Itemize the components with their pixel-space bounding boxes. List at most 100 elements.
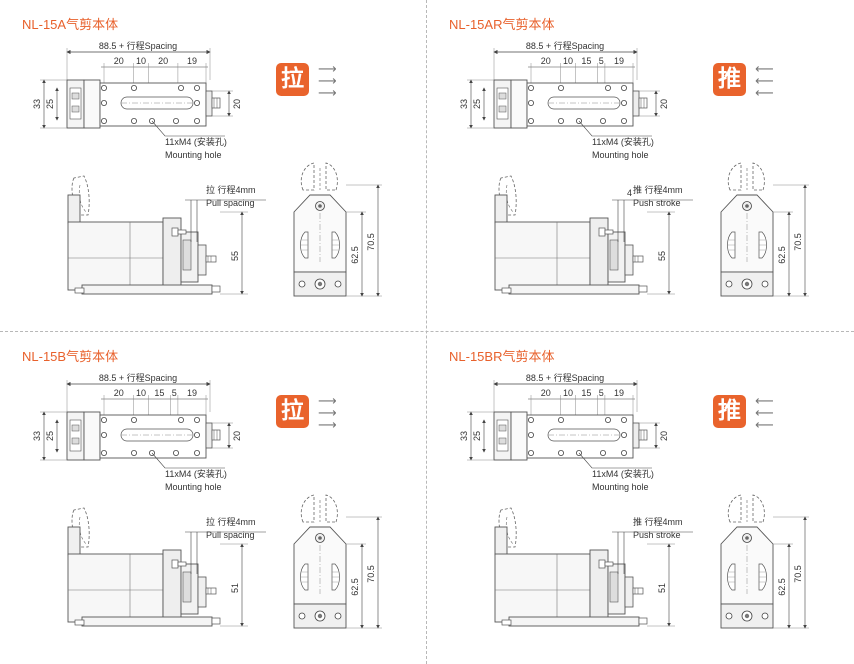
mounting-hole-label-en: Mounting hole bbox=[165, 150, 222, 160]
stroke-value-label: 4 bbox=[627, 188, 632, 198]
height-inner-label: 25 bbox=[472, 99, 482, 109]
stroke-label-en: Pull spacing bbox=[206, 530, 255, 540]
hole-spacing-label: 19 bbox=[614, 56, 624, 66]
stroke-label-en: Push stroke bbox=[633, 530, 681, 540]
hole-spacing-label: 5 bbox=[599, 388, 604, 398]
hole-spacing-label: 20 bbox=[114, 388, 124, 398]
top-width-label: 88.5 + 行程Spacing bbox=[99, 40, 177, 51]
direction-arrows: ⟵ ⟵ ⟵ bbox=[755, 62, 774, 101]
height-outer-label: 33 bbox=[32, 99, 42, 109]
hole-spacing-label: 20 bbox=[541, 56, 551, 66]
mounting-hole-label: 11xM4 (安装孔) bbox=[592, 136, 654, 147]
top-view: 88.5 + 行程Spacing 20 10 15 5 19 bbox=[459, 372, 669, 492]
hole-spacing-label: 15 bbox=[154, 388, 164, 398]
side-height-label: 55 bbox=[230, 251, 240, 261]
height-inner-label: 25 bbox=[45, 99, 55, 109]
direction-arrow-icon: ⟶ bbox=[318, 418, 337, 433]
height-inner-label: 25 bbox=[45, 431, 55, 441]
side-height-label: 51 bbox=[230, 583, 240, 593]
top-view: 88.5 + 行程Spacing 20 10 15 5 19 bbox=[32, 372, 242, 492]
side-height-label: 55 bbox=[657, 251, 667, 261]
stroke-label: 推 行程4mm bbox=[633, 184, 683, 195]
direction-arrow-icon: ⟵ bbox=[755, 74, 774, 89]
stroke-label-en: Push stroke bbox=[633, 198, 681, 208]
front-outer-height-label: 70.5 bbox=[793, 233, 803, 251]
height-right-label: 20 bbox=[232, 99, 242, 109]
top-view: 88.5 + 行程Spacing 20 10 15 5 19 bbox=[459, 40, 669, 160]
hole-spacing-label: 19 bbox=[187, 388, 197, 398]
technical-drawing: 88.5 + 行程Spacing 20 10 15 5 19 bbox=[32, 372, 382, 629]
height-right-label: 20 bbox=[232, 431, 242, 441]
direction-arrow-icon: ⟶ bbox=[318, 86, 337, 101]
stroke-label-en: Pull spacing bbox=[206, 198, 255, 208]
hole-spacing-label: 20 bbox=[158, 56, 168, 66]
mounting-hole-label-en: Mounting hole bbox=[592, 150, 649, 160]
technical-drawing: 88.5 + 行程Spacing 20 10 15 5 19 bbox=[459, 372, 809, 629]
direction-arrow-icon: ⟶ bbox=[318, 394, 337, 409]
height-inner-label: 25 bbox=[472, 431, 482, 441]
height-right-label: 20 bbox=[659, 431, 669, 441]
top-width-label: 88.5 + 行程Spacing bbox=[526, 40, 604, 51]
top-width-label: 88.5 + 行程Spacing bbox=[99, 372, 177, 383]
panel-title: NL-15B气剪本体 bbox=[22, 349, 119, 364]
hole-spacing-label: 5 bbox=[599, 56, 604, 66]
direction-arrow-icon: ⟵ bbox=[755, 394, 774, 409]
direction-badge: 拉 bbox=[276, 395, 309, 428]
panel-title: NL-15A气剪本体 bbox=[22, 17, 119, 32]
front-inner-height-label: 62.5 bbox=[350, 246, 360, 264]
panel-nl-15b: NL-15B气剪本体 拉 ⟶ ⟶ ⟶ 88.5 + 行程Spacing 20 10… bbox=[0, 332, 427, 664]
panel-title: NL-15AR气剪本体 bbox=[449, 17, 555, 32]
direction-arrow-icon: ⟵ bbox=[755, 86, 774, 101]
hole-spacing-label: 10 bbox=[136, 388, 146, 398]
height-outer-label: 33 bbox=[459, 431, 469, 441]
direction-badge: 拉 bbox=[276, 63, 309, 96]
side-view: 拉 行程4mm Pull spacing 51 bbox=[67, 507, 266, 627]
front-inner-height-label: 62.5 bbox=[777, 246, 787, 264]
height-outer-label: 33 bbox=[459, 99, 469, 109]
hole-spacing-label: 19 bbox=[614, 388, 624, 398]
direction-arrows: ⟵ ⟵ ⟵ bbox=[755, 394, 774, 433]
top-width-label: 88.5 + 行程Spacing bbox=[526, 372, 604, 383]
direction-arrow-icon: ⟶ bbox=[318, 74, 337, 89]
front-outer-height-label: 70.5 bbox=[366, 233, 376, 251]
mounting-hole-label-en: Mounting hole bbox=[165, 482, 222, 492]
hole-spacing-label: 20 bbox=[541, 388, 551, 398]
direction-arrow-icon: ⟵ bbox=[755, 406, 774, 421]
stroke-label: 拉 行程4mm bbox=[206, 516, 256, 527]
side-view: 拉 行程4mm Pull spacing 55 bbox=[67, 175, 266, 295]
horizontal-separator bbox=[0, 331, 854, 332]
hole-spacing-label: 19 bbox=[187, 56, 197, 66]
panel-title: NL-15BR气剪本体 bbox=[449, 349, 555, 364]
direction-arrow-icon: ⟵ bbox=[755, 418, 774, 433]
direction-arrow-icon: ⟶ bbox=[318, 406, 337, 421]
mounting-hole-label-en: Mounting hole bbox=[592, 482, 649, 492]
direction-arrows: ⟶ ⟶ ⟶ bbox=[318, 62, 337, 101]
side-view: 推 行程4mm Push stroke 51 bbox=[494, 507, 693, 627]
direction-badge: 推 bbox=[713, 395, 746, 428]
front-outer-height-label: 70.5 bbox=[793, 565, 803, 583]
front-view: 62.5 70.5 bbox=[293, 494, 382, 629]
side-height-label: 51 bbox=[657, 583, 667, 593]
hole-spacing-label: 15 bbox=[581, 388, 591, 398]
hole-spacing-label: 10 bbox=[563, 388, 573, 398]
direction-arrow-icon: ⟶ bbox=[318, 62, 337, 77]
hole-spacing-label: 10 bbox=[563, 56, 573, 66]
front-outer-height-label: 70.5 bbox=[366, 565, 376, 583]
side-view: 推 行程4mm Push stroke 4 55 bbox=[494, 175, 693, 295]
hole-spacing-label: 15 bbox=[581, 56, 591, 66]
panel-nl-15br: NL-15BR气剪本体 推 ⟵ ⟵ ⟵ 88.5 + 行程Spacing 20 1… bbox=[427, 332, 854, 664]
mounting-hole-label: 11xM4 (安装孔) bbox=[165, 468, 227, 479]
direction-arrow-icon: ⟵ bbox=[755, 62, 774, 77]
technical-drawing: 88.5 + 行程Spacing 20 10 15 5 19 bbox=[459, 40, 809, 297]
front-view: 62.5 70.5 bbox=[720, 494, 809, 629]
front-inner-height-label: 62.5 bbox=[350, 578, 360, 596]
hole-spacing-label: 5 bbox=[172, 388, 177, 398]
vertical-separator bbox=[426, 0, 427, 664]
front-inner-height-label: 62.5 bbox=[777, 578, 787, 596]
front-view: 62.5 70.5 bbox=[720, 162, 809, 297]
mounting-hole-label: 11xM4 (安装孔) bbox=[165, 136, 227, 147]
stroke-label: 拉 行程4mm bbox=[206, 184, 256, 195]
